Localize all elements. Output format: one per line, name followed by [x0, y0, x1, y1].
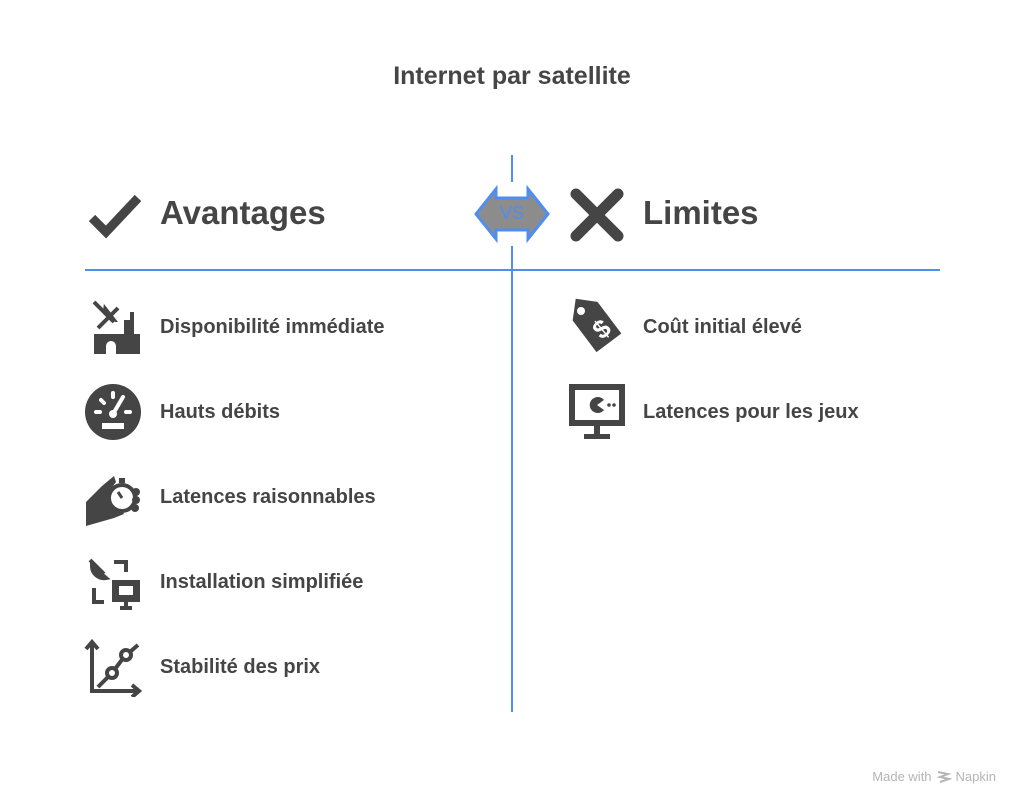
footer-brand: Napkin [955, 769, 996, 784]
vs-label: VS [499, 203, 524, 223]
diagram-title: Internet par satellite [393, 62, 631, 90]
hand-stopwatch-icon [84, 468, 142, 526]
speedometer-icon [84, 383, 142, 441]
list-item: Latences pour les jeux [643, 401, 859, 423]
price-tag-icon: $ [568, 298, 626, 356]
satellite-dish-building-icon [84, 298, 142, 356]
monitor-game-icon [568, 383, 626, 441]
list-item: Latences raisonnables [160, 486, 376, 508]
dish-to-computer-icon [84, 554, 142, 612]
list-item: Coût initial élevé [643, 316, 802, 338]
napkin-logo-icon [936, 770, 952, 783]
vs-badge: VS [474, 182, 550, 246]
vertical-divider [511, 155, 513, 712]
limits-heading: Limites [643, 194, 759, 231]
napkin-watermark: Made with Napkin [872, 769, 996, 784]
cross-icon [568, 186, 626, 244]
list-item: Disponibilité immédiate [160, 316, 385, 338]
check-icon [86, 188, 144, 246]
footer-label: Made with [872, 769, 932, 784]
line-chart-icon [84, 638, 143, 699]
horizontal-divider [85, 269, 940, 271]
advantages-heading: Avantages [160, 194, 326, 231]
list-item: Stabilité des prix [160, 656, 321, 678]
list-item: Hauts débits [160, 401, 281, 423]
list-item: Installation simplifiée [160, 571, 364, 593]
